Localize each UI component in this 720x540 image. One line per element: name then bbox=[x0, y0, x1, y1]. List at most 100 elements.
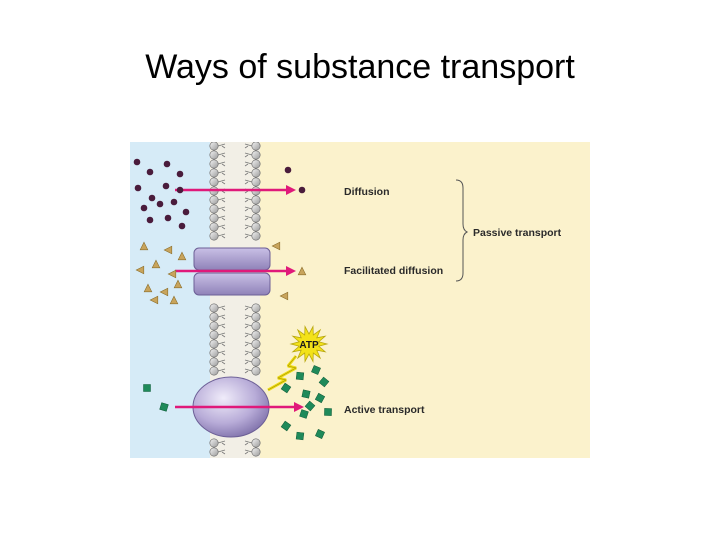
phospholipid-head bbox=[251, 231, 261, 241]
phospholipid-head bbox=[209, 177, 219, 187]
diffusing-molecule bbox=[170, 198, 178, 206]
diffusing-molecules bbox=[133, 158, 306, 230]
solute-triangle bbox=[169, 295, 179, 305]
active-transport-label: Active transport bbox=[344, 404, 425, 416]
transported-square bbox=[318, 376, 330, 388]
transported-square bbox=[159, 402, 169, 412]
diffusing-molecule bbox=[164, 214, 172, 222]
phospholipid-head bbox=[251, 177, 261, 187]
diffusing-molecule bbox=[156, 200, 164, 208]
facilitated-diffusion-arrow bbox=[175, 266, 296, 276]
diffusing-molecule bbox=[176, 186, 184, 194]
channel-protein bbox=[193, 247, 271, 296]
phospholipid-head bbox=[209, 141, 219, 151]
phospholipid-head bbox=[209, 348, 219, 358]
transported-square bbox=[304, 400, 316, 412]
diffusing-molecule bbox=[176, 170, 184, 178]
phospholipid-head bbox=[209, 222, 219, 232]
phospholipid-head bbox=[251, 150, 261, 160]
transported-square bbox=[280, 382, 292, 394]
phospholipid-head bbox=[251, 159, 261, 169]
phospholipid-head bbox=[209, 159, 219, 169]
diffusion-label: Diffusion bbox=[344, 186, 390, 198]
atp-label: ATP bbox=[299, 340, 319, 351]
solute-triangle bbox=[135, 265, 145, 275]
diffusing-molecule bbox=[146, 168, 154, 176]
solute-triangle bbox=[297, 266, 307, 276]
transported-square bbox=[280, 420, 292, 432]
transported-square bbox=[295, 371, 305, 381]
diffusing-molecule bbox=[284, 166, 292, 174]
diffusing-molecule bbox=[162, 182, 170, 190]
diffusing-molecule bbox=[298, 186, 306, 194]
phospholipid-head bbox=[251, 303, 261, 313]
phospholipid-head bbox=[251, 447, 261, 457]
solute-triangle bbox=[279, 291, 289, 301]
solute-triangle bbox=[139, 241, 149, 251]
phospholipid-head bbox=[251, 204, 261, 214]
diffusing-molecule bbox=[148, 194, 156, 202]
phospholipid-head bbox=[251, 195, 261, 205]
solute-triangle bbox=[163, 245, 173, 255]
diffusing-molecule bbox=[182, 208, 190, 216]
active-transport-arrow bbox=[175, 402, 304, 412]
phospholipid-head bbox=[209, 438, 219, 448]
facilitated-diffusion-label: Facilitated diffusion bbox=[344, 265, 443, 277]
diffusing-molecule bbox=[133, 158, 141, 166]
phospholipid-head bbox=[251, 366, 261, 376]
phospholipid-head bbox=[209, 357, 219, 367]
phospholipid-head bbox=[209, 312, 219, 322]
actively-transported-molecules bbox=[143, 365, 332, 441]
phospholipid-head bbox=[209, 321, 219, 331]
solute-triangle bbox=[177, 251, 187, 261]
diffusing-molecule bbox=[146, 216, 154, 224]
phospholipid-head bbox=[251, 357, 261, 367]
phospholipid-head bbox=[251, 312, 261, 322]
phospholipid-head bbox=[251, 321, 261, 331]
phospholipid-head bbox=[251, 348, 261, 358]
phospholipid-head bbox=[209, 366, 219, 376]
phospholipid-head bbox=[251, 222, 261, 232]
atp-burst-icon: ATP bbox=[289, 324, 329, 364]
phospholipid-head bbox=[209, 150, 219, 160]
phospholipid-head bbox=[251, 213, 261, 223]
lipid-bilayer bbox=[209, 141, 261, 457]
diffusion-arrow bbox=[175, 185, 296, 195]
phospholipid-head bbox=[251, 339, 261, 349]
phospholipid-head bbox=[209, 168, 219, 178]
phospholipid-head bbox=[251, 438, 261, 448]
phospholipid-head bbox=[209, 303, 219, 313]
phospholipid-head bbox=[209, 195, 219, 205]
transported-square bbox=[299, 409, 309, 419]
solute-triangle bbox=[143, 283, 153, 293]
phospholipid-head bbox=[251, 141, 261, 151]
passive-transport-bracket bbox=[455, 179, 469, 282]
passive-transport-label: Passive transport bbox=[473, 227, 562, 239]
transported-square bbox=[311, 365, 321, 375]
transported-square bbox=[324, 408, 332, 416]
slide-title: Ways of substance transport bbox=[145, 48, 575, 86]
solute-triangle bbox=[271, 241, 281, 251]
membrane-transport-diagram: ATP Diffusion Facilitated diffusion Pass… bbox=[130, 141, 590, 458]
transported-square bbox=[301, 389, 311, 399]
solute-triangle bbox=[159, 287, 169, 297]
diffusing-molecule bbox=[178, 222, 186, 230]
diffusing-molecule bbox=[163, 160, 171, 168]
solute-triangle bbox=[173, 279, 183, 289]
solute-triangle bbox=[151, 259, 161, 269]
transported-square bbox=[295, 431, 305, 441]
solute-triangle bbox=[167, 269, 177, 279]
phospholipid-head bbox=[209, 204, 219, 214]
phospholipid-head bbox=[251, 330, 261, 340]
phospholipid-head bbox=[209, 213, 219, 223]
phospholipid-head bbox=[209, 330, 219, 340]
transported-square bbox=[315, 429, 325, 439]
phospholipid-head bbox=[251, 168, 261, 178]
phospholipid-head bbox=[209, 447, 219, 457]
phospholipid-head bbox=[209, 339, 219, 349]
intracellular-space bbox=[260, 142, 590, 458]
phospholipid-head bbox=[209, 231, 219, 241]
diffusing-molecule bbox=[134, 184, 142, 192]
transported-square bbox=[314, 392, 326, 404]
transported-square bbox=[143, 384, 151, 392]
